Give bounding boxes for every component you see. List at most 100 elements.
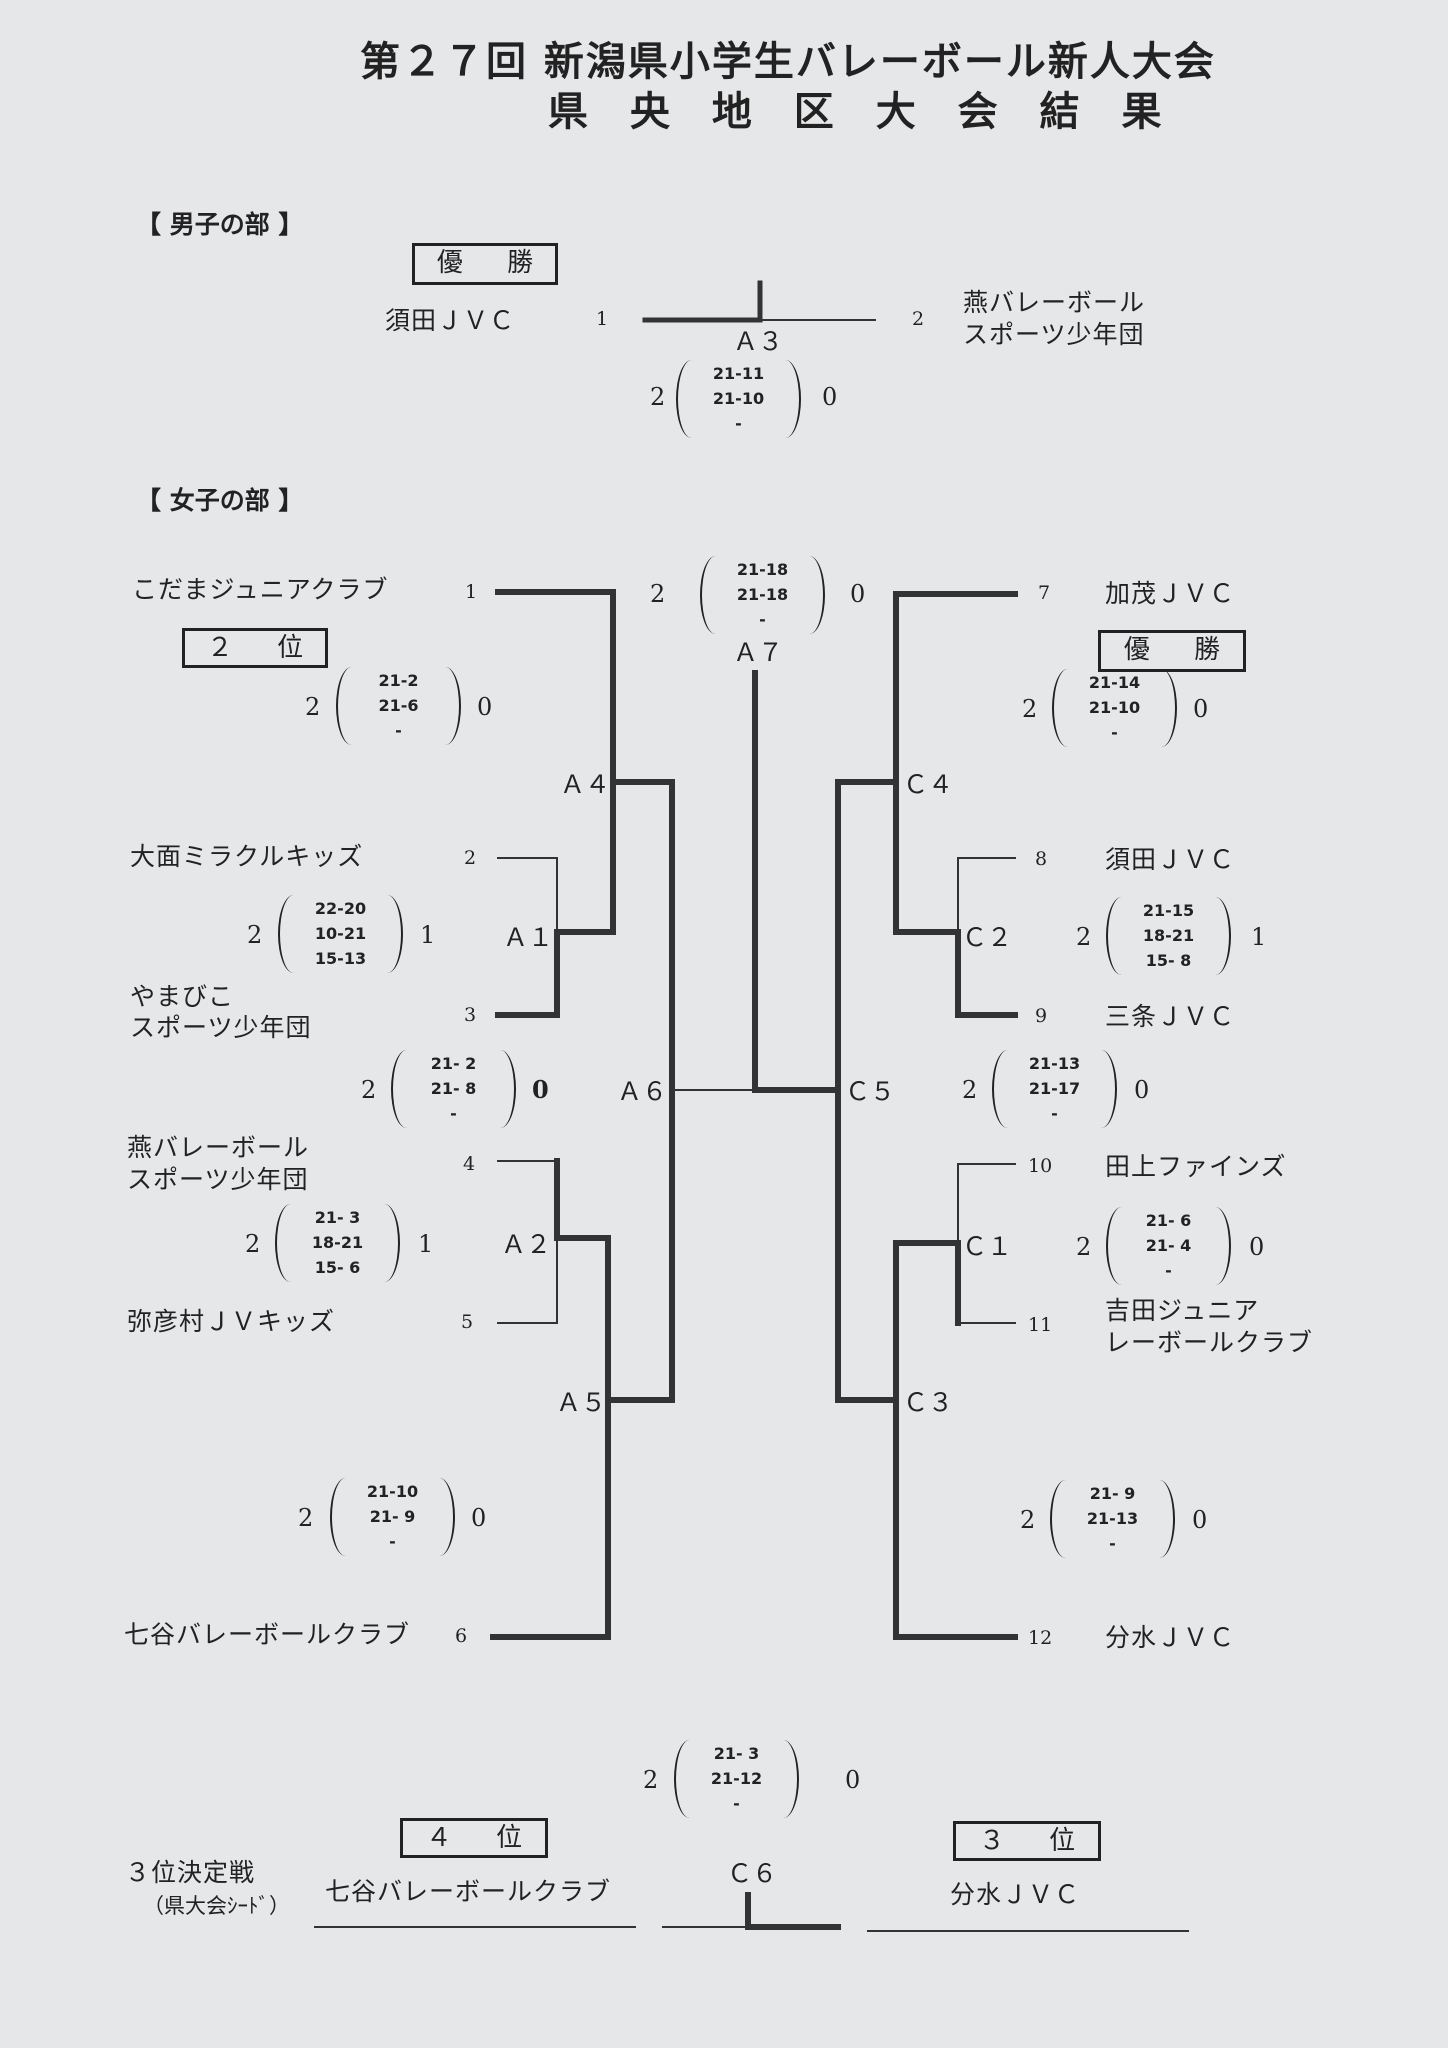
page-subtitle: 県 央 地 区 大 会 結 果 [548,89,1176,135]
c4-score: 21-14 21-10 - [1052,669,1177,747]
seed-3: 3 [464,1004,477,1026]
seed-7: 7 [1038,582,1051,604]
team-3-line2: スポーツ少年団 [130,1013,312,1042]
a5-winner-line [605,1087,675,1403]
seed-10: 10 [1028,1155,1053,1177]
team-1: こだまジュニアクラブ [132,575,389,604]
seed-4: 4 [463,1153,476,1175]
c3-score: 21- 9 21-13 - [1050,1480,1175,1558]
team-9: 三条ＪＶＣ [1105,1002,1236,1031]
score-game: 21- 3 [314,1208,361,1227]
score-game: 21-14 [1088,673,1141,692]
score-game: 21- 8 [430,1079,477,1098]
c3-left-sets: 2 [1020,1506,1036,1534]
team-7: 加茂ＪＶＣ [1105,579,1236,608]
score-game: 10-21 [314,924,367,943]
score-game: 21-18 [736,560,789,579]
c2-right-sets: 1 [1251,923,1267,951]
team-10: 田上ファインズ [1105,1152,1287,1181]
c3-team12-line [893,1240,1018,1640]
score-game: 21- 9 [369,1507,416,1526]
girls-runner-up-badge: ２ 位 [182,628,328,668]
node-a4: Ａ４ [560,770,611,799]
boys-team-right-line2: スポーツ少年団 [963,320,1145,349]
seed-11: 11 [1028,1314,1053,1336]
a5-left-sets: 2 [298,1504,314,1532]
a2-left-sets: 2 [245,1230,261,1258]
node-c3: Ｃ３ [903,1388,954,1417]
seed-8: 8 [1035,848,1048,870]
boys-final-left-sets: 2 [650,383,666,411]
a2-lower-arms [497,1160,558,1324]
a2-winner-line [554,1158,611,1403]
third-place-team-right: 分水ＪＶＣ [950,1880,1081,1909]
score-game: 21-6 [378,696,419,715]
boys-seed-right: 2 [912,308,925,330]
score-game: - [759,610,766,629]
third-place-match-label: ３位決定戦 [125,1858,256,1887]
c1-right-sets: 0 [1249,1233,1265,1261]
c4-right-sets: 0 [1193,695,1209,723]
a5-team6-line [490,1397,611,1640]
score-game: 21- 9 [1089,1484,1136,1503]
boys-final-score: 21-11 21-10 - [676,360,801,438]
seed-2: 2 [464,847,477,869]
score-game: - [733,1794,740,1813]
score-game: 21- 3 [713,1744,760,1763]
node-a2: Ａ２ [501,1230,552,1259]
a7-right-sets: 0 [850,580,866,608]
score-game: 15- 8 [1145,951,1192,970]
c5-left-sets: 2 [962,1076,978,1104]
score-game: 21-11 [712,364,765,383]
a4-left-sets: 2 [305,693,321,721]
score-game: 21-13 [1028,1054,1081,1073]
a5-score: 21-10 21- 9 - [330,1478,455,1556]
c6-right-sets: 0 [845,1766,861,1794]
seed-1: 1 [465,581,478,603]
score-game: 21- 4 [1145,1236,1192,1255]
node-c2: Ｃ２ [962,923,1013,952]
score-game: - [395,721,402,740]
c1-left-sets: 2 [1076,1233,1092,1261]
score-game: 22-20 [314,899,367,918]
team-11-line1: 吉田ジュニア [1105,1296,1260,1325]
score-game: 21-17 [1028,1079,1081,1098]
a6-left-sets: 2 [361,1076,377,1104]
score-game: 21-13 [1086,1509,1139,1528]
a7-score: 21-18 21-18 - [700,556,825,634]
c6-score: 21- 3 21-12 - [674,1740,799,1818]
a1-score: 22-20 10-21 15-13 [278,895,403,973]
node-a5: Ａ５ [556,1388,607,1417]
girls-section-label: 【 女子の部 】 [136,486,304,515]
team-8: 須田ＪＶＣ [1105,845,1236,874]
page-title: 第２７回 新潟県小学生バレーボール新人大会 [360,39,1216,85]
c4-winner-line [835,779,899,1093]
score-game: 21- 2 [430,1054,477,1073]
c3-winner-line [835,1087,899,1403]
team-11-line2: レーボールクラブ [1105,1328,1314,1357]
boys-team-right-line1: 燕バレーボール [963,288,1146,317]
score-game: 21-10 [366,1482,419,1501]
seed-5: 5 [461,1311,474,1333]
seed-9: 9 [1035,1005,1048,1027]
node-c4: Ｃ４ [903,770,954,799]
team-4-line2: スポーツ少年団 [127,1165,309,1194]
a5-right-sets: 0 [471,1504,487,1532]
boys-champion-badge: 優 勝 [412,243,558,285]
node-c6: Ｃ６ [727,1859,778,1888]
c6-left-sets: 2 [643,1766,659,1794]
score-game: 18-21 [1142,926,1195,945]
score-game: 21-12 [710,1769,763,1788]
c2-score: 21-15 18-21 15- 8 [1106,897,1231,975]
a6-right-sets: 0 [532,1075,549,1104]
team-3-line1: やまびこ [130,982,235,1011]
team-5: 弥彦村ＪＶキッズ [127,1307,336,1336]
node-c5: Ｃ５ [845,1077,896,1106]
score-game: 15-13 [314,949,367,968]
c1-score: 21- 6 21- 4 - [1106,1207,1231,1285]
c5-score: 21-13 21-17 - [992,1050,1117,1128]
boys-final-lines [642,280,763,323]
node-a6: Ａ６ [617,1077,668,1106]
score-game: 21-15 [1142,901,1195,920]
